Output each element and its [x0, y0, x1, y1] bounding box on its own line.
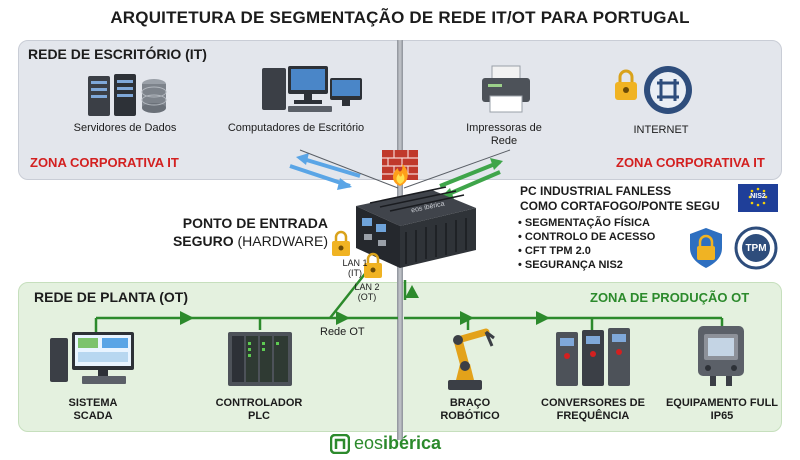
- pc-feature-item: • CFT TPM 2.0: [518, 245, 591, 257]
- brand-suffix: ibérica: [383, 433, 442, 453]
- tpm-shield-icon: [690, 228, 722, 268]
- eosiberica-logo-icon: [330, 434, 350, 454]
- device-label-internet: INTERNET: [633, 124, 689, 136]
- ot-zone-tag: ZONA DE PRODUÇÃO OT: [590, 290, 750, 305]
- device-label-computers: Computadores de Escritório: [227, 122, 365, 134]
- nis2-badge-text: NIS2: [750, 193, 766, 200]
- device-label-printers: Impressoras de Rede: [466, 122, 542, 147]
- secure-entry-bold: SEGURO: [172, 233, 234, 249]
- robot-arm-icon: [448, 328, 495, 390]
- pc-panel-title-1: PC INDUSTRIAL FANLESS: [520, 184, 672, 198]
- pc-feature-item: • SEGMENTAÇÃO FÍSICA: [518, 217, 650, 229]
- server-icon: [88, 74, 167, 116]
- pc-panel-title-2: COMO CORTAFOGO/PONTE SEGU: [520, 199, 720, 213]
- printer-icon: [482, 65, 530, 113]
- page-title: ARQUITETURA DE SEGMENTAÇÃO DE REDE IT/OT…: [110, 8, 690, 27]
- device-label-plc: CONTROLADOR PLC: [215, 397, 303, 422]
- brand-wordmark: eosibérica: [354, 433, 441, 454]
- it-zone-heading: REDE DE ESCRITÓRIO (IT): [28, 46, 207, 62]
- pc-feature-item: • CONTROLO DE ACESSO: [518, 231, 656, 243]
- desktop-icon: [262, 66, 362, 112]
- lock-icon: [364, 252, 382, 278]
- secure-entry-line1: PONTO DE ENTRADA: [182, 215, 328, 231]
- router-icon: [644, 66, 692, 114]
- it-zone-tag-right: ZONA CORPORATIVA IT: [616, 155, 765, 170]
- lan1-label: LAN 1 (IT): [342, 258, 368, 278]
- firewall-icon: [382, 150, 418, 186]
- ip65-equipment-icon: [698, 326, 744, 386]
- industrial-pc-icon: [356, 186, 476, 268]
- lock-icon: [332, 230, 350, 256]
- device-label-converters: CONVERSORES DE FREQUÊNCIA: [541, 397, 645, 422]
- device-label-scada: SISTEMA SCADA: [68, 397, 118, 422]
- secure-entry-label: PONTO DE ENTRADA SEGURO (HARDWARE): [128, 214, 328, 250]
- lock-icon: [615, 69, 637, 100]
- pc-feature-list: • SEGMENTAÇÃO FÍSICA • CONTROLO DE ACESS…: [518, 216, 655, 272]
- tpm-badge-text: TPM: [745, 243, 767, 254]
- scada-icon: [50, 332, 134, 384]
- pc-feature-item: • SEGURANÇA NIS2: [518, 259, 623, 271]
- device-label-servers: Servidores de Dados: [73, 122, 177, 134]
- device-label-robot: BRAÇO ROBÓTICO: [440, 397, 500, 422]
- ot-link-label: Rede OT: [320, 326, 365, 338]
- tpm-badge-icon: [734, 226, 778, 270]
- it-left-arrows: [289, 153, 361, 190]
- device-label-ip65: EQUIPAMENTO FULL IP65: [665, 397, 779, 422]
- secure-entry-line2: SEGURO (HARDWARE): [128, 232, 328, 250]
- ot-zone-heading: REDE DE PLANTA (OT): [34, 289, 188, 305]
- plc-icon: [228, 332, 292, 386]
- brand-prefix: eos: [354, 433, 384, 453]
- eu-flag-icon: [738, 184, 778, 212]
- secure-entry-normal: (HARDWARE): [237, 233, 328, 249]
- frequency-converter-icon: [556, 328, 630, 386]
- lan2-label: LAN 2 (OT): [354, 282, 380, 302]
- it-zone-tag-left: ZONA CORPORATIVA IT: [30, 155, 179, 170]
